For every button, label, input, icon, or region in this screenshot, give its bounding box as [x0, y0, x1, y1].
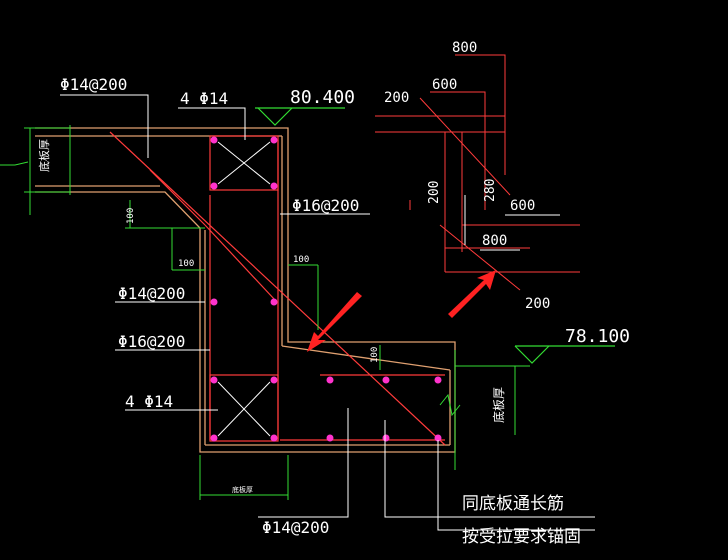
stirrup-crosses — [217, 141, 271, 437]
detail-lines — [375, 54, 580, 291]
detail-800-top — [455, 54, 506, 175]
detail-label-600-right: 600 — [510, 198, 535, 214]
elevation-lower: 78.100 — [565, 326, 630, 347]
elev-lower-triangle — [514, 345, 550, 364]
label-right-slab: 底板厚 — [491, 387, 506, 423]
leader-bottom-bar — [258, 408, 349, 518]
dim-left-break — [0, 161, 29, 166]
rebar-dot — [210, 298, 218, 306]
rebar-dot — [270, 376, 278, 384]
label-wall-vertical: Φ16@200 — [292, 196, 359, 215]
detail-label-800-top: 800 — [452, 40, 477, 56]
leader-lines — [60, 94, 595, 531]
leader-note-2 — [437, 440, 595, 531]
detail-label-800-bottom: 800 — [482, 233, 507, 249]
leader-note-1 — [384, 420, 595, 518]
label-wall-left-2: Φ16@200 — [118, 332, 185, 351]
dimension-lines — [0, 125, 530, 500]
arrow-left-icon — [307, 292, 362, 352]
rebar-lines — [109, 131, 446, 446]
dim-label-100-d: 100 — [370, 347, 380, 363]
rebar-dot — [210, 376, 218, 384]
rebar-dot — [382, 376, 390, 384]
leader-top-slab — [60, 94, 149, 158]
rebar-dot — [210, 136, 218, 144]
detail-label-600-top: 600 — [432, 77, 457, 93]
label-top-corner-bars: 4 Φ14 — [180, 89, 228, 108]
rebar-diagonal-upper — [149, 169, 206, 226]
label-bottom-bar: Φ14@200 — [262, 518, 329, 537]
elevation-markers — [255, 107, 615, 364]
rebar-dot — [326, 376, 334, 384]
annotation-arrows — [307, 270, 496, 352]
dim-label-100-a: 100 — [126, 208, 136, 224]
rebar-dot — [210, 182, 218, 190]
text-labels: Φ14@200 4 Φ14 80.400 Φ16@200 Φ14@200 Φ16… — [37, 40, 630, 547]
note-line-2: 按受拉要求锚固 — [462, 527, 581, 547]
detail-label-200-bottom: 200 — [525, 296, 550, 312]
dim-right-break — [439, 393, 461, 417]
rebar-dot — [270, 298, 278, 306]
label-bottom-dim: 底板厚 — [232, 485, 253, 494]
detail-label-280: 280 — [483, 179, 498, 202]
rebar-dot — [270, 434, 278, 442]
cross-top-2 — [217, 141, 271, 185]
elev-upper-triangle — [257, 107, 293, 126]
dim-label-100-b: 100 — [178, 259, 194, 269]
label-bottom-corner-bars: 4 Φ14 — [125, 392, 173, 411]
dim-label-100-c: 100 — [293, 255, 309, 265]
leader-top-corner — [178, 107, 246, 140]
label-wall-left-1: Φ14@200 — [118, 284, 185, 303]
rebar-dots — [210, 136, 442, 442]
rebar-diagonal-mid — [204, 224, 276, 301]
rebar-dot — [270, 136, 278, 144]
detail-600-top — [430, 91, 486, 210]
note-line-1: 同底板通长筋 — [462, 494, 564, 514]
rebar-dot — [210, 434, 218, 442]
detail-label-200-left: 200 — [384, 90, 409, 106]
detail-diag-1 — [419, 97, 511, 196]
arrow-right-icon — [448, 270, 496, 318]
detail-label-200-vert: 200 — [427, 181, 442, 204]
rebar-dot — [270, 182, 278, 190]
rebar-dot — [434, 434, 442, 442]
label-top-slab-bar: Φ14@200 — [60, 75, 127, 94]
cross-bottom-2 — [217, 381, 271, 437]
elevation-upper: 80.400 — [290, 87, 355, 108]
detail-diag-2 — [439, 224, 521, 291]
label-left-slab: 底板厚 — [37, 139, 51, 172]
rebar-dot — [326, 434, 334, 442]
rebar-dot — [382, 434, 390, 442]
rebar-dot — [434, 376, 442, 384]
